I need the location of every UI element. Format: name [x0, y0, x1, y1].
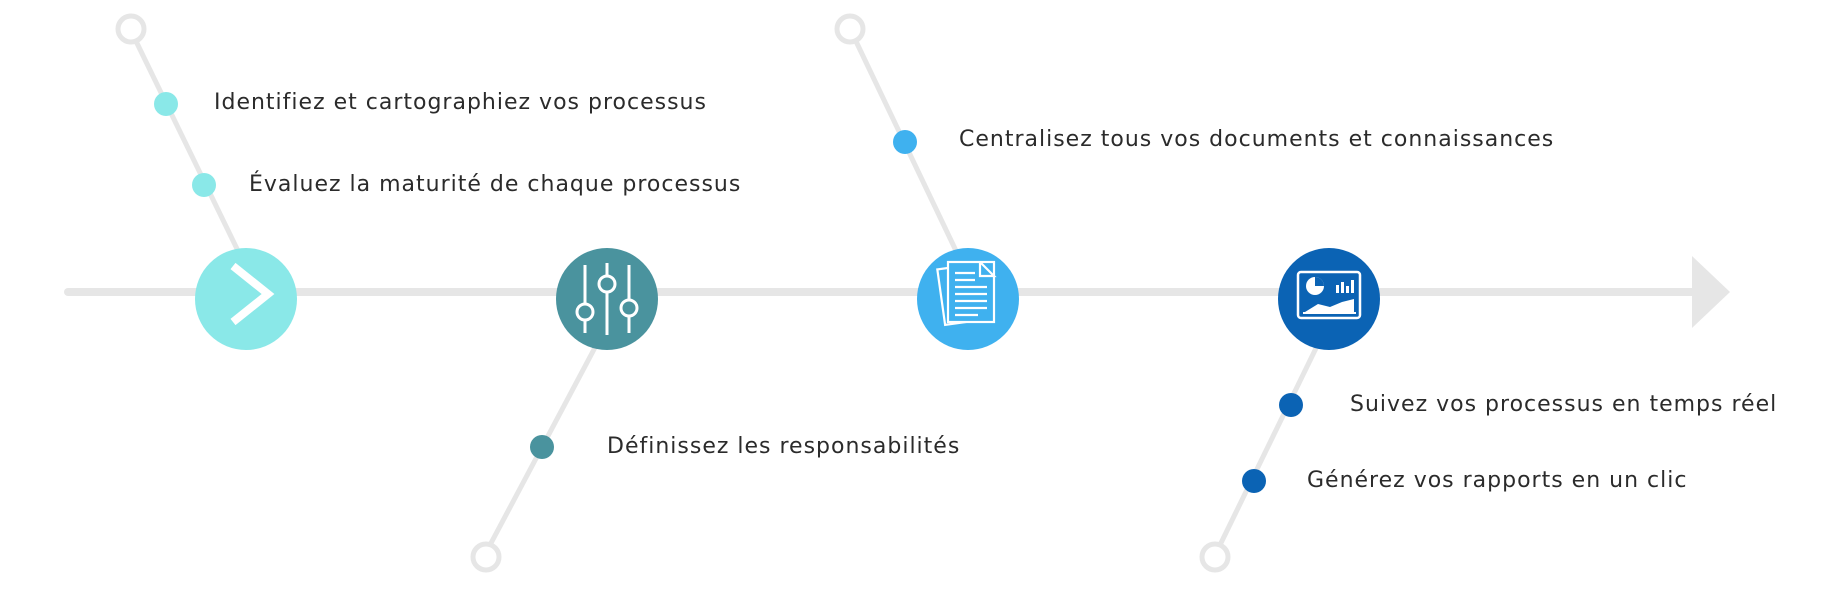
bullet-dot-step-4-item-2 [1242, 469, 1266, 493]
step-4-item-1-label: Suivez vos processus en temps réel [1350, 392, 1778, 417]
step-2-item-1-label: Définissez les responsabilités [607, 434, 961, 459]
bullet-dot-step-3-item-1 [893, 130, 917, 154]
branch-end-ring-step-1 [115, 13, 147, 45]
step-4-node [1278, 248, 1380, 350]
branch-end-ring-step-2 [470, 541, 502, 573]
step-3-item-1-label: Centralisez tous vos documents et connai… [959, 127, 1555, 152]
step-4-item-2-label: Générez vos rapports en un clic [1307, 468, 1688, 493]
bullet-dot-step-1-item-1 [154, 92, 178, 116]
branch-line-step-4 [1217, 337, 1323, 548]
branch-line-step-1 [130, 32, 243, 258]
branch-end-ring-step-4 [1199, 541, 1231, 573]
step-1-item-1-label: Identifiez et cartographiez vos processu… [214, 90, 707, 115]
sliders-icon [575, 263, 639, 335]
bullet-dot-step-1-item-2 [192, 173, 216, 197]
step-1-node [195, 248, 297, 350]
step-1-item-2-label: Évaluez la maturité de chaque processus [249, 172, 742, 197]
bullet-dot-step-4-item-1 [1279, 393, 1303, 417]
bullet-dot-step-2-item-1 [530, 435, 554, 459]
chevron-right-icon [230, 262, 275, 326]
documents-icon [936, 260, 997, 327]
dashboard-icon [1296, 270, 1362, 320]
timeline-arrowhead [1692, 256, 1730, 328]
branch-end-ring-step-3 [834, 13, 866, 45]
